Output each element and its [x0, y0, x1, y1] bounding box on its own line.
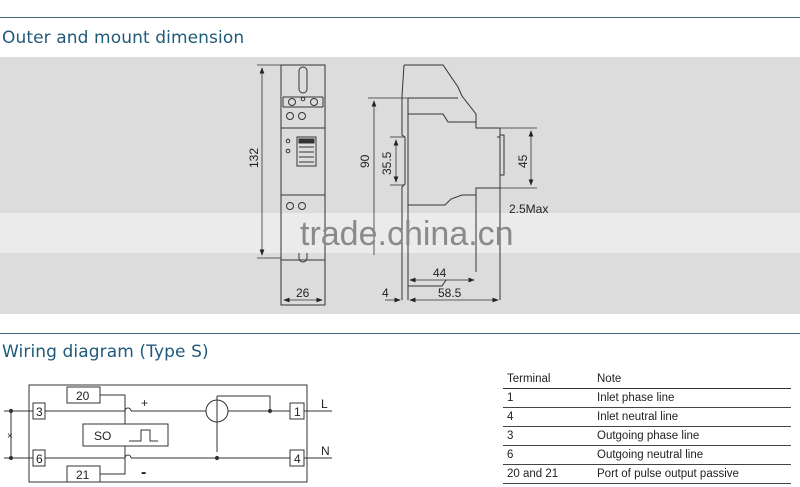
terminal-1-label: 1: [294, 405, 301, 419]
watermark-band: [0, 213, 800, 253]
dim-rail-height: 35.5: [380, 151, 394, 175]
table-header-row: Terminal Note: [503, 370, 791, 389]
so-label: SO: [94, 429, 111, 443]
cross-mark: ×: [7, 431, 13, 442]
terminal-3-label: 3: [36, 405, 43, 419]
cell-note: Port of pulse output passive: [597, 468, 739, 480]
cell-terminal: 20 and 21: [507, 468, 559, 480]
line-N-label: N: [321, 444, 330, 458]
cell-terminal: 6: [507, 449, 514, 461]
terminal-6-label: 6: [36, 452, 43, 466]
watermark-text: trade.china.cn: [300, 215, 514, 253]
dim-rear-height: 45: [516, 154, 530, 168]
top-divider: [0, 17, 800, 18]
header-terminal: Terminal: [507, 373, 551, 385]
cell-note: Outgoing phase line: [597, 430, 700, 442]
cell-terminal: 1: [507, 392, 514, 404]
dim-depth-inner: 44: [433, 266, 447, 280]
dimension-drawing-panel: [0, 57, 800, 314]
wiring-diagram: [4, 384, 332, 483]
terminal-21-label: 21: [76, 468, 90, 482]
dim-max-offset: 2.5Max: [509, 202, 548, 216]
dim-front-width: 26: [296, 286, 310, 300]
section-title-wiring-diagram: Wiring diagram (Type S): [2, 342, 209, 362]
table-row: 6 Outgoing neutral line: [503, 446, 791, 465]
terminal-20-label: 20: [76, 389, 90, 403]
header-note: Note: [597, 373, 622, 385]
dim-depth-total: 58.5: [438, 286, 462, 300]
terminal-4-label: 4: [294, 452, 301, 466]
line-L-label: L: [321, 397, 328, 411]
side-view-drawing: [401, 64, 505, 300]
cell-terminal: 3: [507, 430, 514, 442]
table-row: 4 Inlet neutral line: [503, 408, 791, 427]
dim-rail-thickness: 4: [382, 286, 389, 300]
cell-terminal: 4: [507, 411, 514, 423]
cell-note: Inlet neutral line: [597, 411, 679, 423]
cell-note: Inlet phase line: [597, 392, 675, 404]
table-row: 1 Inlet phase line: [503, 389, 791, 408]
section-title-outer-dimension: Outer and mount dimension: [2, 28, 245, 48]
middle-divider: [0, 333, 800, 334]
terminal-table: Terminal Note 1 Inlet phase line 4 Inlet…: [503, 370, 791, 484]
dim-front-height: 132: [247, 148, 261, 168]
front-view-drawing: [280, 64, 326, 306]
dim-side-height: 90: [358, 154, 372, 168]
table-row: 20 and 21 Port of pulse output passive: [503, 465, 791, 484]
table-row: 3 Outgoing phase line: [503, 427, 791, 446]
plus-sign: +: [141, 396, 148, 410]
minus-sign: -: [141, 464, 146, 481]
cell-note: Outgoing neutral line: [597, 449, 704, 461]
